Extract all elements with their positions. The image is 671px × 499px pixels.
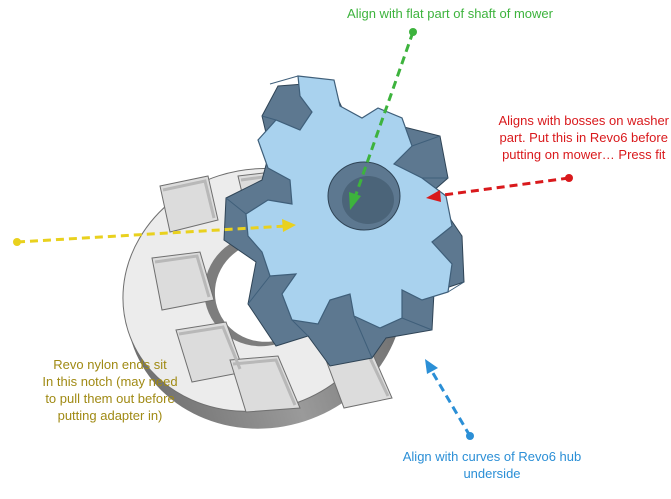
adapter-edges [225, 75, 465, 359]
annotation-green: Align with flat part of shaft of mower [300, 5, 600, 22]
annotation-blue: Align with curves of Revo6 hub underside [372, 448, 612, 482]
annotation-line: putting adapter in) [57, 408, 163, 423]
annotation-line: Revo nylon ends sit [53, 357, 167, 372]
washer-pocket [229, 355, 301, 413]
arrow-yellow [13, 219, 296, 246]
annotation-line: Aligns with bosses on washer [498, 113, 669, 128]
annotation-line: to pull them out before [45, 391, 175, 406]
arrow-blue [425, 359, 474, 440]
annotation-red: Aligns with bosses on washer part. Put t… [498, 112, 669, 163]
annotation-line: Align with curves of Revo6 hub [402, 449, 582, 464]
washer-pockets [151, 171, 393, 413]
annotation-line: Align with flat part of shaft of mower [347, 6, 553, 21]
arrow-green [349, 28, 417, 210]
annotation-line: In this notch (may need [42, 374, 178, 389]
washer-pocket [151, 251, 215, 311]
annotation-line: part. Put this in Revo6 before [499, 130, 668, 145]
washer-pocket [159, 175, 219, 233]
arrow-red [426, 174, 573, 202]
annotation-line: underside [463, 466, 521, 481]
adapter-center-hole-inner [342, 176, 394, 224]
star-adapter-part [223, 75, 465, 367]
annotation-line: putting on mower… Press fit [502, 147, 666, 162]
annotation-yellow: Revo nylon ends sit In this notch (may n… [10, 356, 210, 424]
